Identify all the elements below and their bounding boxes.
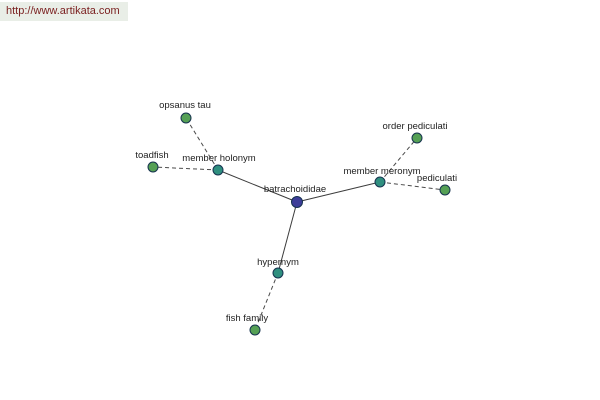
edge-member-holonym-toadfish <box>152 166 219 171</box>
node-opsanus-tau[interactable] <box>180 112 192 124</box>
edge-hypernym-fish-family <box>254 272 279 331</box>
node-label-fish-family: fish family <box>226 313 268 324</box>
node-label-member-meronym: member meronym <box>343 166 420 177</box>
node-label-opsanus-tau: opsanus tau <box>159 100 211 111</box>
edge-member-meronym-order-pediculati <box>379 137 418 183</box>
edge-member-meronym-pediculati <box>379 181 446 191</box>
node-label-pediculati: pediculati <box>417 173 457 184</box>
edge-batrachoididae-member-holonym <box>217 169 298 203</box>
url-label: http://www.artikata.com <box>0 2 128 21</box>
node-label-member-holonym: member holonym <box>182 153 255 164</box>
node-member-holonym[interactable] <box>212 164 224 176</box>
node-hypernym[interactable] <box>272 267 284 279</box>
node-label-hypernym: hypernym <box>257 257 299 268</box>
edge-batrachoididae-member-meronym <box>296 181 381 203</box>
node-member-meronym[interactable] <box>374 176 386 188</box>
edge-batrachoididae-hypernym <box>277 201 298 274</box>
edge-member-holonym-opsanus-tau <box>185 117 219 171</box>
node-order-pediculati[interactable] <box>411 132 423 144</box>
node-batrachoididae[interactable] <box>291 196 303 208</box>
node-label-order-pediculati: order pediculati <box>383 121 448 132</box>
node-fish-family[interactable] <box>249 324 261 336</box>
node-label-toadfish: toadfish <box>135 150 168 161</box>
node-pediculati[interactable] <box>439 184 451 196</box>
node-toadfish[interactable] <box>147 161 159 173</box>
node-label-batrachoididae: batrachoididae <box>264 184 326 195</box>
